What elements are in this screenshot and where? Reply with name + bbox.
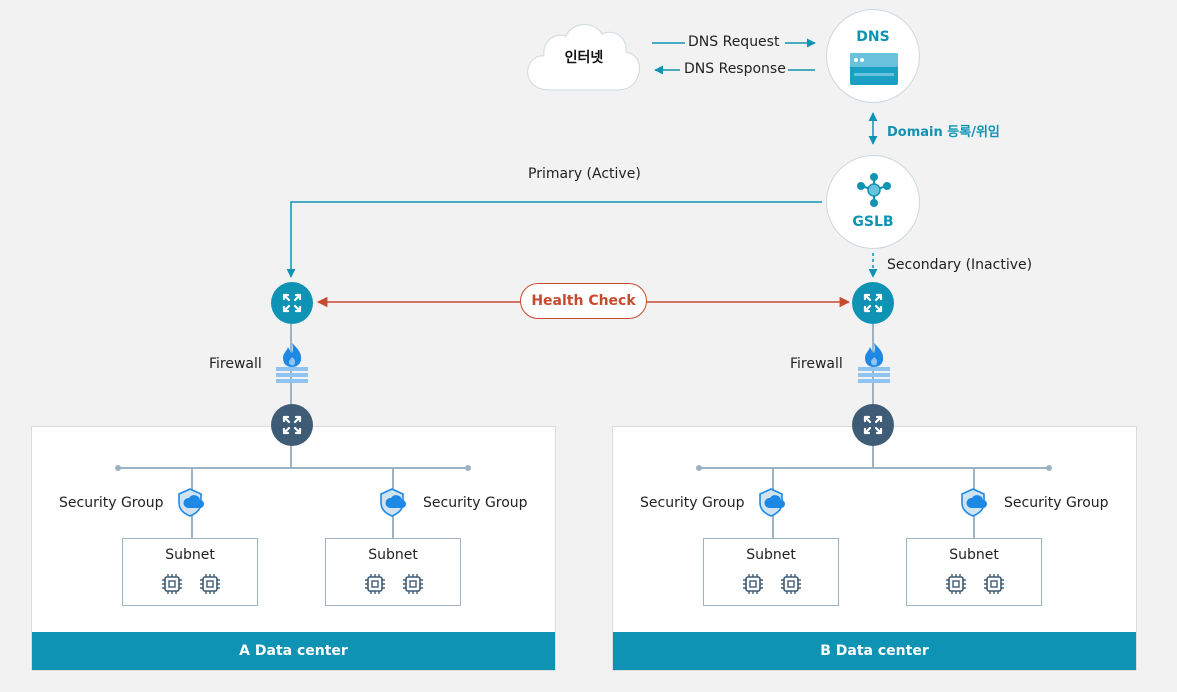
cloud-label: 인터넷 — [564, 50, 604, 66]
security-group-label: Security Group — [59, 495, 164, 511]
cloud-icon — [527, 24, 640, 91]
firewall-label-a: Firewall — [209, 356, 262, 372]
datacenter-b-label: B Data center — [613, 632, 1136, 670]
router-icon — [852, 404, 894, 446]
chip-icon — [161, 573, 221, 595]
subnet-box: Subnet — [325, 538, 461, 606]
security-shield-icon — [759, 488, 786, 517]
router-icon — [271, 282, 313, 324]
chip-icon — [364, 573, 424, 595]
subnet-label: Subnet — [165, 547, 215, 563]
subnet-box: Subnet — [703, 538, 839, 606]
security-group-label: Security Group — [640, 495, 745, 511]
gslb-title: GSLB — [852, 214, 894, 230]
subnet-label: Subnet — [949, 547, 999, 563]
datacenter-a-label: A Data center — [32, 632, 555, 670]
router-icon — [271, 404, 313, 446]
gslb-node: GSLB — [826, 155, 920, 249]
security-shield-icon — [178, 488, 205, 517]
router-icon — [852, 282, 894, 324]
subnet-label: Subnet — [368, 547, 418, 563]
dns-request-mask — [685, 33, 785, 53]
domain-link-label: Domain 등록/위임 — [887, 125, 1000, 140]
chip-icon — [945, 573, 1005, 595]
dns-request-label: DNS Request — [688, 34, 780, 50]
primary-label: Primary (Active) — [528, 166, 641, 182]
firewall-label-b: Firewall — [790, 356, 843, 372]
chip-icon — [742, 573, 802, 595]
primary-link — [286, 201, 822, 278]
dns-response-mask — [680, 60, 788, 80]
health-check-label: Health Check — [531, 293, 636, 309]
dns-response-label: DNS Response — [684, 61, 786, 77]
subnet-label: Subnet — [746, 547, 796, 563]
security-shield-icon — [380, 488, 407, 517]
gslb-hub-icon — [857, 173, 891, 207]
health-check-badge: Health Check — [520, 283, 647, 319]
dns-node: DNS — [826, 9, 920, 103]
secondary-label: Secondary (Inactive) — [887, 257, 1033, 273]
subnet-box: Subnet — [906, 538, 1042, 606]
dns-server-icon — [850, 53, 898, 85]
subnet-box: Subnet — [122, 538, 258, 606]
dns-title: DNS — [856, 29, 890, 45]
security-shield-icon — [961, 488, 988, 517]
security-group-label: Security Group — [423, 495, 528, 511]
security-group-label: Security Group — [1004, 495, 1109, 511]
